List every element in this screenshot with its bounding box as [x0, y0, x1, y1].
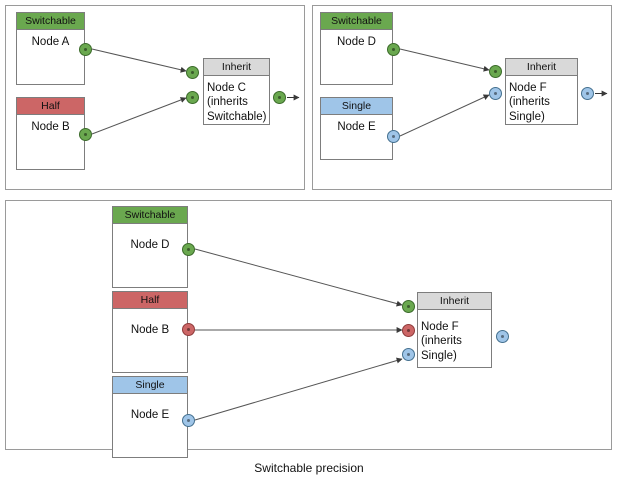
node-a-output-port[interactable] — [79, 43, 92, 56]
panel-bottom — [5, 200, 612, 450]
node-c-header: Inherit — [204, 59, 269, 76]
edge-node-e-to-node-f — [399, 94, 490, 137]
node-f-line-2: (inherits — [509, 96, 550, 108]
node-d-bottom[interactable]: Switchable Node D — [112, 206, 188, 288]
node-e-label: Node E — [337, 121, 376, 133]
node-d-bottom-header: Switchable — [113, 207, 187, 224]
node-b-output-port[interactable] — [79, 128, 92, 141]
node-b[interactable]: Half Node B — [16, 97, 85, 170]
node-f-bottom-output-port[interactable] — [496, 330, 509, 343]
node-f-bottom-line-2: (inherits — [421, 335, 462, 348]
node-b-label: Node B — [31, 121, 70, 133]
node-f-header: Inherit — [506, 59, 577, 76]
node-e-header: Single — [321, 98, 392, 115]
node-f-bottom-input-port-3[interactable] — [402, 348, 415, 361]
node-d[interactable]: Switchable Node D — [320, 12, 393, 85]
node-f-bottom-line-3: Single) — [421, 349, 457, 362]
edge-node-d-bottom-to-node-f-bottom — [194, 248, 403, 307]
node-e-output-port[interactable] — [387, 130, 400, 143]
node-d-bottom-output-port[interactable] — [182, 243, 195, 256]
node-e-bottom-output-port[interactable] — [182, 414, 195, 427]
edge-node-b-to-node-c — [91, 97, 187, 135]
node-b-bottom-output-port[interactable] — [182, 323, 195, 336]
node-f-label: Node F (inherits Single) — [506, 76, 577, 125]
node-c-line-3: Switchable) — [207, 110, 267, 123]
node-b-bottom-header: Half — [113, 292, 187, 309]
node-e-bottom[interactable]: Single Node E — [112, 376, 188, 458]
node-a-header: Switchable — [17, 13, 84, 30]
edge-node-a-to-node-c — [91, 48, 187, 73]
node-d-header: Switchable — [321, 13, 392, 30]
node-d-output-port[interactable] — [387, 43, 400, 56]
node-c-line-2: (inherits — [207, 96, 248, 108]
node-d-label: Node D — [337, 36, 376, 48]
node-c-label: Node C (inherits Switchable) — [204, 76, 269, 125]
node-f-line-3: Single) — [509, 110, 545, 123]
node-f-output-port[interactable] — [581, 87, 594, 100]
node-f-bottom[interactable]: Inherit Node F (inherits Single) — [417, 292, 492, 368]
node-e-bottom-label: Node E — [130, 409, 170, 421]
node-e-bottom-header: Single — [113, 377, 187, 394]
node-f-bottom-line-1: Node F — [421, 320, 459, 333]
node-b-bottom[interactable]: Half Node B — [112, 291, 188, 373]
node-d-bottom-label: Node D — [130, 239, 170, 251]
diagram-caption: Switchable precision — [254, 461, 364, 475]
node-f[interactable]: Inherit Node F (inherits Single) — [505, 58, 578, 125]
node-c[interactable]: Inherit Node C (inherits Switchable) — [203, 58, 270, 125]
node-a[interactable]: Switchable Node A — [16, 12, 85, 85]
node-b-bottom-label: Node B — [130, 324, 170, 336]
node-b-header: Half — [17, 98, 84, 115]
edge-node-d-to-node-f — [399, 48, 490, 72]
node-a-label: Node A — [31, 36, 70, 48]
node-e[interactable]: Single Node E — [320, 97, 393, 160]
edge-node-e-bottom-to-node-f-bottom — [194, 357, 403, 421]
node-c-output-port[interactable] — [273, 91, 286, 104]
node-f-bottom-header: Inherit — [418, 293, 491, 310]
node-f-bottom-label: Node F (inherits Single) — [418, 310, 491, 367]
node-f-line-1: Node F — [509, 81, 547, 94]
node-c-line-1: Node C — [207, 81, 246, 94]
node-f-input-port-2[interactable] — [489, 87, 502, 100]
node-f-bottom-input-port-1[interactable] — [402, 300, 415, 313]
